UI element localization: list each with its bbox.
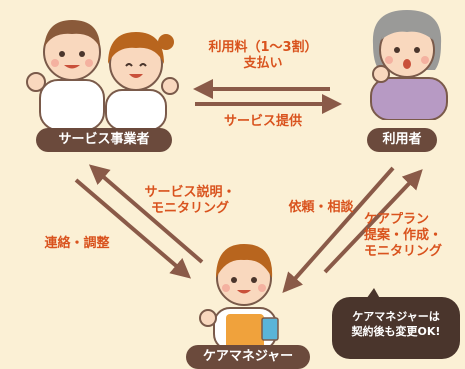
contact-label: 連絡・調整	[44, 236, 110, 251]
provider-staff-illustration	[26, 20, 179, 130]
fee-label: 利用料（1〜3割） 支払い	[188, 40, 338, 72]
explanation-label: サービス説明・ モニタリング	[130, 185, 250, 217]
caremanager-illustration	[199, 244, 279, 350]
node-caremanager: ケアマネジャー	[186, 345, 310, 369]
note-line1: ケアマネジャーは	[352, 310, 440, 323]
fee-label-line1: 利用料（1〜3割）	[208, 40, 318, 55]
careplan-label: ケアプラン 提案・作成・ モニタリング	[364, 212, 465, 260]
note-line2: 契約後も変更OK!	[351, 325, 441, 338]
node-provider: サービス事業者	[36, 128, 172, 152]
fee-label-line2: 支払い	[243, 56, 283, 71]
service-provision-label: サービス提供	[223, 114, 302, 129]
careplan-label-line1: ケアプラン	[364, 212, 430, 227]
careplan-label-line3: モニタリング	[364, 244, 443, 259]
note-bubble-tail	[364, 288, 382, 302]
explanation-label-line2: モニタリング	[150, 201, 229, 216]
node-user: 利用者	[367, 128, 437, 152]
arrow-request-to-caremanager	[282, 166, 395, 293]
arrow-explanation-to-provider	[88, 164, 204, 264]
request-label: 依頼・相談	[288, 200, 354, 215]
arrow-contact-to-caremanager	[74, 178, 192, 279]
explanation-label-line1: サービス説明・	[144, 185, 236, 200]
note-bubble: ケアマネジャーは 契約後も変更OK!	[332, 297, 460, 359]
user-elderly-illustration	[370, 10, 448, 120]
careplan-label-line2: 提案・作成・	[364, 228, 443, 243]
arrow-careplan-to-user	[323, 169, 423, 274]
